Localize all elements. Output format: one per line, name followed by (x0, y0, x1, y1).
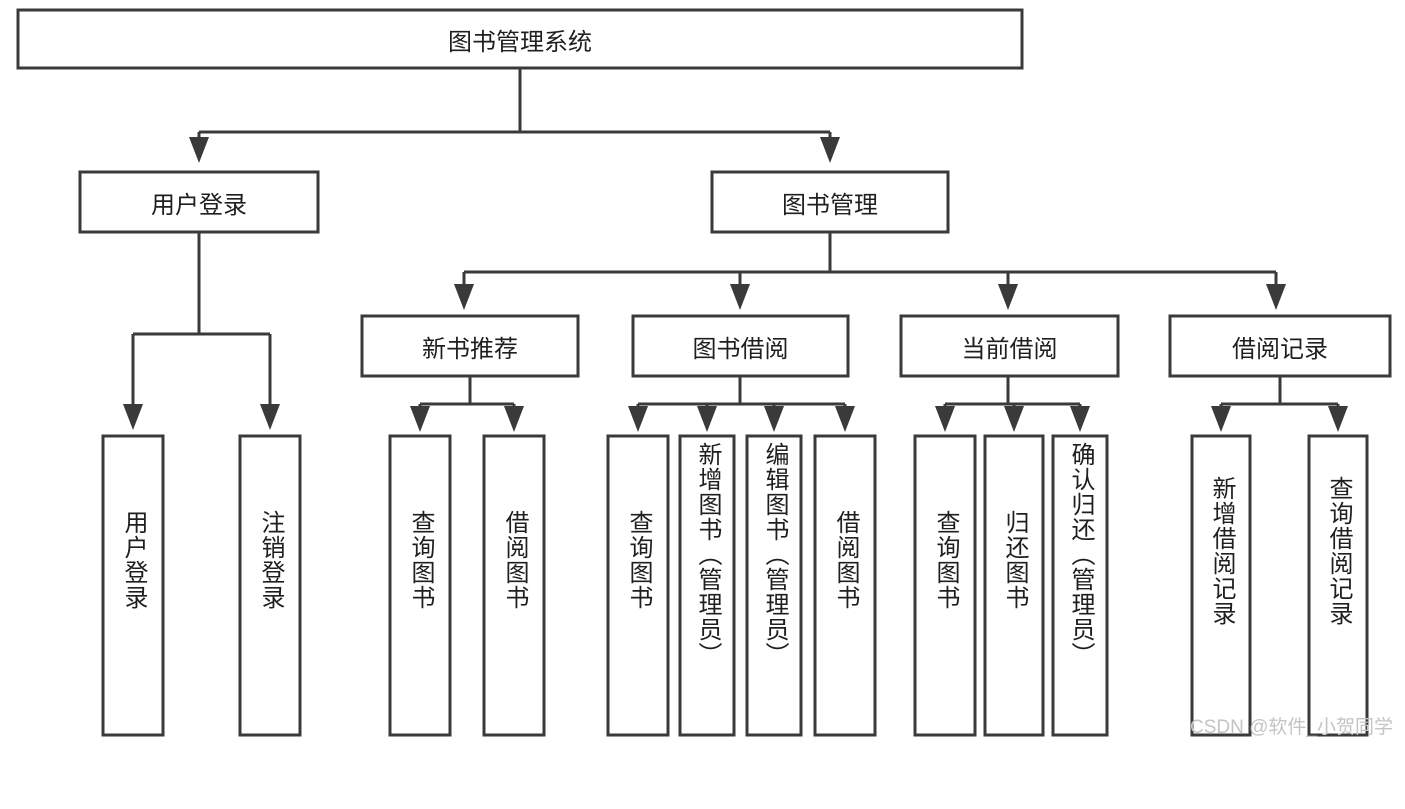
arrow-head-bookborrow-leaf1 (628, 406, 648, 432)
node-box-leaf-borrow-book-recommend[interactable] (482, 434, 546, 737)
node-box-borrow-records[interactable] (1168, 314, 1392, 378)
connector-group-book-management (454, 232, 1286, 310)
node-box-leaf-user-login[interactable] (101, 434, 165, 737)
connector-group-new-book-recommend (410, 376, 524, 432)
connector-group-book-borrow (628, 376, 855, 432)
node-box-leaf-query-borrow-record[interactable] (1307, 434, 1369, 737)
diagram-canvas: 图书管理系统 用户登录 图书管理 新书推荐 图书借阅 当前借阅 借阅记录 用户登… (16, 8, 1393, 738)
node-box-root[interactable] (16, 8, 1024, 70)
arrow-head-newbook-leaf2 (504, 406, 524, 432)
connector-group-user-login (123, 232, 280, 430)
node-box-leaf-add-book[interactable] (678, 434, 736, 737)
arrow-head-bookmgmt-borrow (730, 284, 750, 310)
node-box-leaf-confirm-return[interactable] (1051, 434, 1109, 737)
node-box-leaf-edit-book[interactable] (745, 434, 803, 737)
connector-group-root (189, 68, 840, 163)
node-box-leaf-logout[interactable] (238, 434, 302, 737)
node-box-user-login[interactable] (78, 170, 320, 234)
arrow-head-borrowrecords-leaf1 (1211, 406, 1231, 432)
node-box-leaf-borrow-book[interactable] (813, 434, 877, 737)
connector-group-current-borrow (935, 376, 1090, 432)
node-box-new-book-recommend[interactable] (360, 314, 580, 378)
node-box-leaf-return-book[interactable] (983, 434, 1045, 737)
arrow-head-bookborrow-leaf3 (764, 406, 784, 432)
org-chart-svg (16, 8, 1392, 737)
arrow-head-newbook-leaf1 (410, 406, 430, 432)
node-box-leaf-query-book-borrow[interactable] (606, 434, 670, 737)
arrow-head-bookmgmt-records (1266, 284, 1286, 310)
arrow-head-currentborrow-leaf1 (935, 406, 955, 432)
node-box-leaf-add-borrow-record[interactable] (1190, 434, 1252, 737)
arrow-head-userlogin-leaf2 (260, 404, 280, 430)
arrow-head-userlogin-leaf1 (123, 404, 143, 430)
node-box-book-management[interactable] (710, 170, 950, 234)
node-box-leaf-query-book-current[interactable] (913, 434, 977, 737)
arrow-head-currentborrow-leaf3 (1070, 406, 1090, 432)
node-box-leaf-query-book-recommend[interactable] (388, 434, 452, 737)
arrow-head-borrowrecords-leaf2 (1328, 406, 1348, 432)
arrow-head-bookborrow-leaf2 (697, 406, 717, 432)
arrow-head-bookborrow-leaf4 (835, 406, 855, 432)
connector-group-borrow-records (1211, 376, 1348, 432)
arrow-head-currentborrow-leaf2 (1004, 406, 1024, 432)
arrow-head-bookmgmt-newbook (454, 284, 474, 310)
arrow-head-root-bookmgmt (820, 137, 840, 163)
node-box-book-borrow[interactable] (631, 314, 850, 378)
arrow-head-bookmgmt-current (998, 284, 1018, 310)
node-box-current-borrow[interactable] (899, 314, 1120, 378)
arrow-head-root-userlogin (189, 137, 209, 163)
